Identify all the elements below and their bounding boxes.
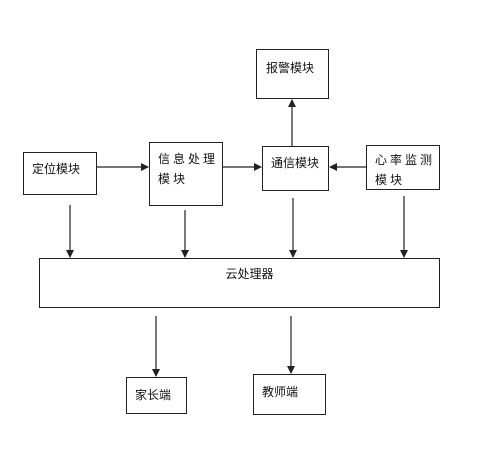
heart-rate-module-label: 心率监测 模块 <box>375 153 436 187</box>
alarm-module-label: 报警模块 <box>266 61 315 75</box>
heart-rate-module-box: 心率监测 模块 <box>366 145 440 190</box>
info-processing-module-label: 信息处理 模块 <box>158 152 219 186</box>
positioning-module-box: 定位模块 <box>23 152 97 195</box>
cloud-processor-box: 云处理器 <box>39 258 440 308</box>
info-processing-module-box: 信息处理 模块 <box>149 142 223 206</box>
parent-terminal-box: 家长端 <box>126 377 187 414</box>
positioning-module-label: 定位模块 <box>32 162 81 176</box>
communication-module-box: 通信模块 <box>262 146 329 191</box>
parent-terminal-label: 家长端 <box>135 388 172 402</box>
teacher-terminal-box: 教师端 <box>253 374 326 415</box>
communication-module-label: 通信模块 <box>271 156 320 170</box>
teacher-terminal-label: 教师端 <box>262 385 299 399</box>
cloud-processor-label: 云处理器 <box>225 267 274 281</box>
alarm-module-box: 报警模块 <box>256 49 329 99</box>
